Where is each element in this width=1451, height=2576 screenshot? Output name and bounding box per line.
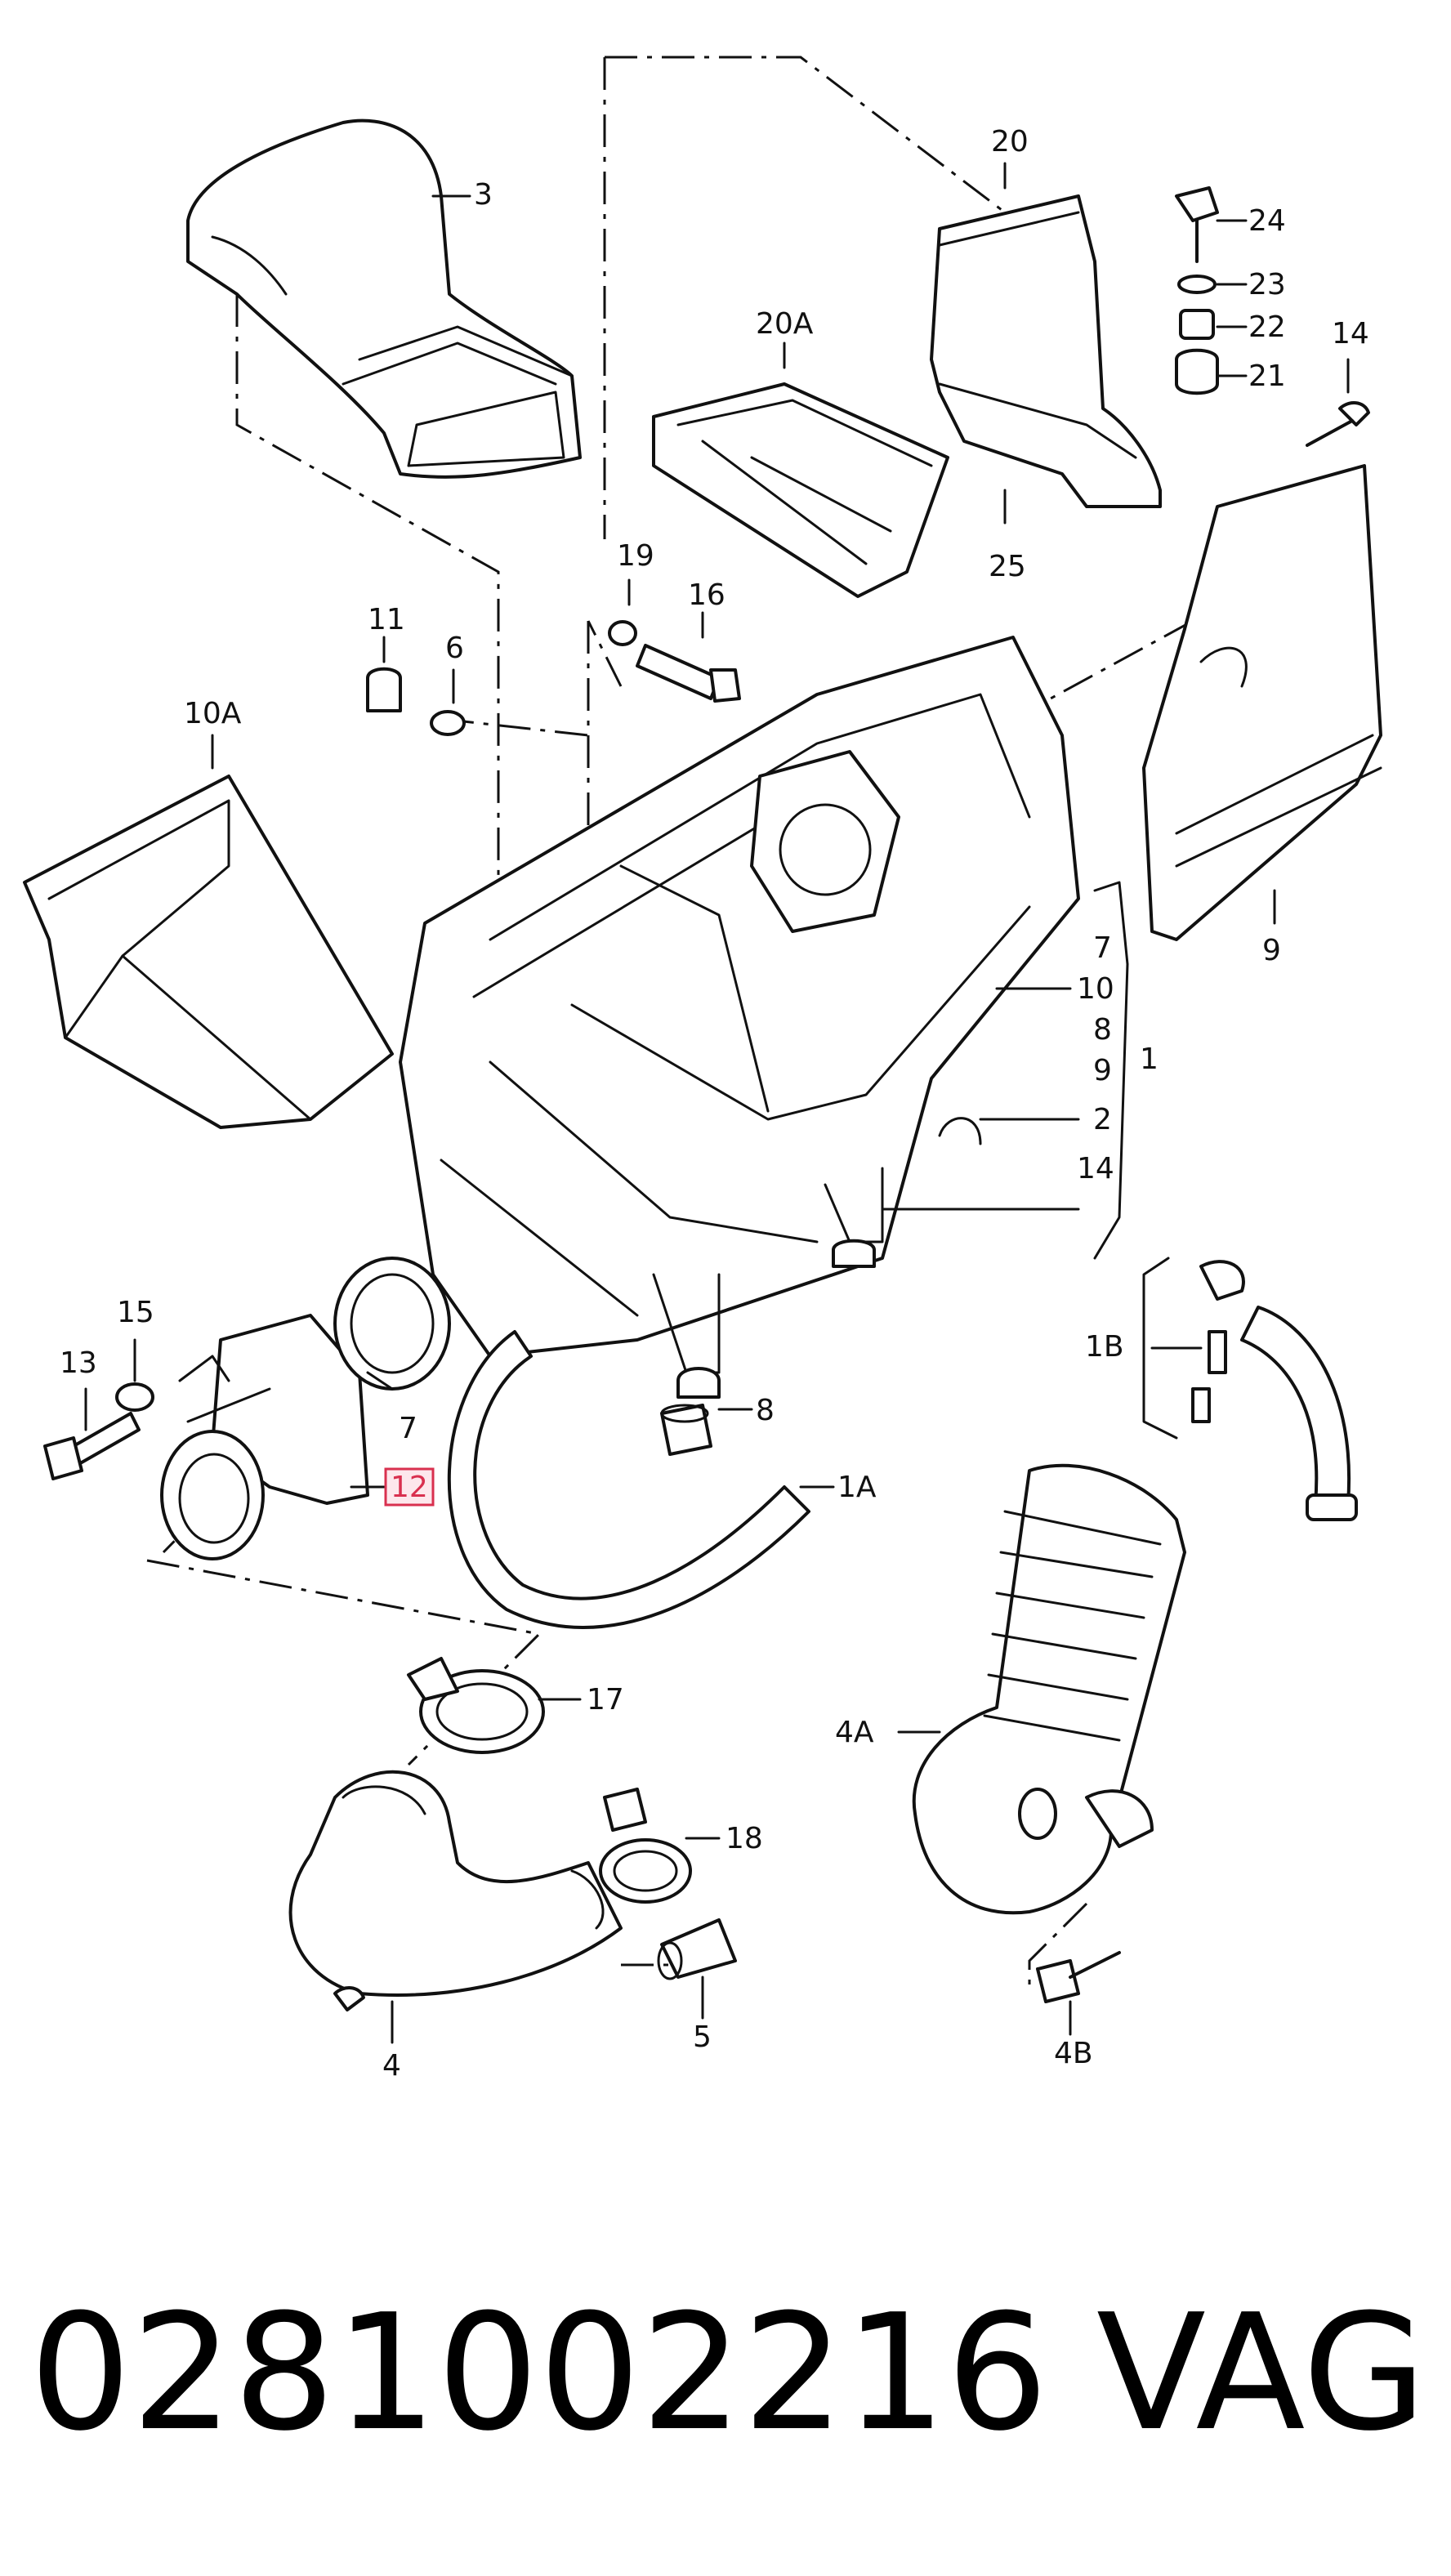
leader-lines [84, 162, 1350, 2044]
callout-4B: 4B [1054, 2037, 1093, 2070]
highlight-box-12 [384, 1467, 435, 1507]
part-20A-guide [652, 382, 949, 598]
hardware-13-15 [43, 1382, 154, 1480]
callout-21: 21 [1248, 359, 1286, 393]
callout-5: 5 [693, 2020, 712, 2054]
callout-9: 9 [1262, 934, 1281, 967]
part-17-clamp [407, 1657, 545, 1754]
part-7-gasket [333, 1257, 451, 1391]
callout-11: 11 [368, 603, 405, 636]
callout-12-highlighted: 12 [391, 1471, 428, 1504]
callout-7-gasket: 7 [399, 1412, 417, 1445]
part-10A-duct [23, 775, 394, 1129]
callout-4: 4 [382, 2049, 401, 2083]
part-5-connector [657, 1918, 737, 1980]
callout-3: 3 [474, 178, 493, 212]
part-4A-corrugated-hose [912, 1463, 1186, 1915]
callout-16: 16 [688, 578, 726, 612]
callout-6: 6 [445, 632, 464, 665]
callout-9-group: 9 [1093, 1054, 1112, 1087]
callout-14: 14 [1077, 1152, 1114, 1185]
callout-7: 7 [1093, 931, 1112, 965]
callout-24: 24 [1248, 204, 1286, 238]
part-3-intake-duct [186, 118, 582, 479]
callout-labels: 3 20 24 23 22 21 14 20A 25 19 16 11 6 10… [60, 125, 1369, 2083]
callout-20: 20 [991, 125, 1029, 158]
part-4B-bolt [1036, 1951, 1121, 2003]
callout-15: 15 [117, 1296, 154, 1329]
callout-8: 8 [756, 1394, 775, 1427]
hardware-screws-top-right [1175, 186, 1370, 447]
callout-22: 22 [1248, 310, 1286, 344]
part-18-clamp [599, 1788, 692, 1904]
callout-13: 13 [60, 1346, 97, 1380]
brand-name: VAG [1096, 2280, 1426, 2467]
part-12-air-mass-meter [160, 1314, 369, 1560]
callout-4A: 4A [835, 1716, 874, 1749]
part-9-shield-plate [1142, 464, 1382, 941]
callout-23: 23 [1248, 268, 1286, 301]
callout-17: 17 [587, 1683, 624, 1717]
part-4-lower-hose [288, 1770, 623, 2011]
part-number-footer: 0281002216 VAG [29, 2279, 1426, 2467]
part-number: 0281002216 [29, 2280, 1049, 2467]
part-1B-hose [1191, 1260, 1358, 1521]
hardware-bolts-top [366, 620, 741, 736]
part-20-bracket [930, 194, 1162, 508]
part-1A-hose [447, 1330, 810, 1629]
callout-14-top: 14 [1332, 317, 1369, 350]
part-1-air-filter-housing [399, 636, 1080, 1399]
callout-10A: 10A [184, 697, 242, 730]
callout-20A: 20A [756, 307, 814, 341]
part-8-rubber-mount [660, 1404, 712, 1456]
callout-8-group: 8 [1093, 1013, 1112, 1047]
callout-1: 1 [1140, 1042, 1159, 1076]
callout-1B: 1B [1085, 1330, 1124, 1364]
callout-2: 2 [1093, 1103, 1112, 1136]
callout-19: 19 [617, 539, 654, 573]
callout-1A: 1A [837, 1471, 877, 1504]
callout-10: 10 [1077, 972, 1114, 1006]
callout-18: 18 [726, 1822, 763, 1855]
callout-25: 25 [989, 550, 1026, 583]
